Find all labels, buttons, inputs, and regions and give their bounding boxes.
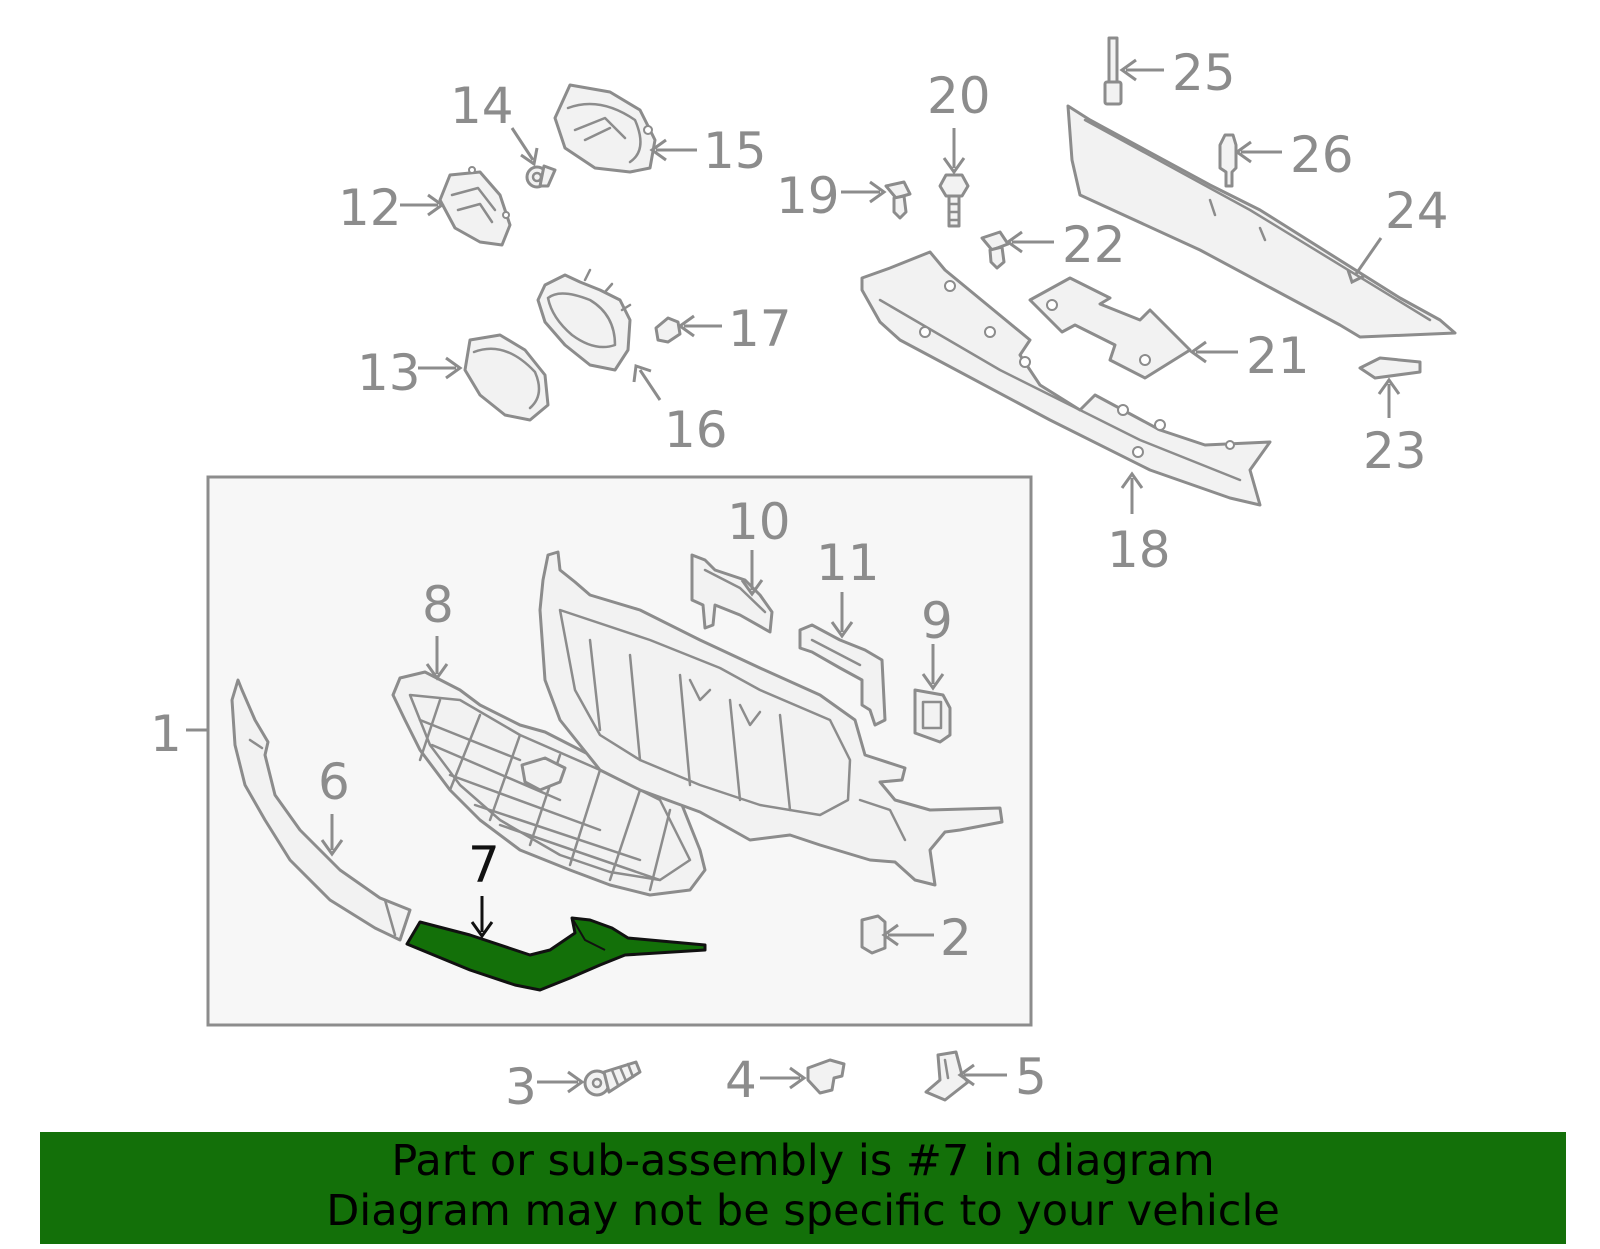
part-19-pushpin[interactable]: [884, 180, 912, 220]
callout-5: 5: [1015, 1048, 1047, 1106]
callout-15: 15: [703, 122, 767, 180]
part-18-support-cover[interactable]: [860, 250, 1272, 507]
part-16-emblem-housing[interactable]: [536, 268, 632, 372]
part-4-clip[interactable]: [806, 1058, 846, 1095]
part-7-molding-highlighted[interactable]: [405, 916, 707, 992]
callout-18: 18: [1107, 521, 1171, 579]
part-2-clip[interactable]: [860, 914, 887, 955]
callout-1: 1: [150, 705, 182, 763]
part-3-screw[interactable]: [583, 1060, 642, 1097]
callout-13: 13: [357, 344, 421, 402]
part-12-emblem[interactable]: [438, 166, 512, 247]
callout-4: 4: [725, 1051, 757, 1109]
part-14-nut[interactable]: [525, 164, 557, 189]
part-10-bracket[interactable]: [690, 553, 774, 634]
banner-line-2: Diagram may not be specific to your vehi…: [326, 1186, 1280, 1236]
part-22-pushpin[interactable]: [980, 230, 1010, 270]
callout-25: 25: [1172, 44, 1236, 102]
part-25-bolt[interactable]: [1103, 36, 1123, 106]
part-13-emblem-cover[interactable]: [463, 333, 550, 422]
callout-12: 12: [338, 179, 402, 237]
banner-line-1: Part or sub-assembly is #7 in diagram: [391, 1136, 1215, 1186]
part-11-bracket[interactable]: [798, 623, 887, 727]
part-9-clip[interactable]: [913, 688, 952, 744]
callout-21: 21: [1246, 327, 1310, 385]
part-5-clip[interactable]: [924, 1050, 970, 1102]
part-1-grille-frame[interactable]: [538, 550, 1004, 887]
callout-24: 24: [1385, 182, 1449, 240]
callout-23: 23: [1363, 422, 1427, 480]
callout-3: 3: [505, 1058, 537, 1116]
callout-19: 19: [776, 167, 840, 225]
callout-11: 11: [816, 534, 880, 592]
part-8-mesh-grille[interactable]: [391, 670, 707, 897]
callout-2: 2: [940, 909, 972, 967]
callout-26: 26: [1290, 126, 1354, 184]
part-15-emblem[interactable]: [553, 83, 657, 174]
callout-8: 8: [422, 576, 454, 634]
callout-17: 17: [728, 300, 792, 358]
callout-22: 22: [1062, 216, 1126, 274]
callout-10: 10: [727, 493, 791, 551]
part-26-clip[interactable]: [1218, 133, 1238, 188]
callout-14: 14: [450, 77, 514, 135]
part-17-clip[interactable]: [654, 316, 682, 344]
callout-16: 16: [664, 401, 728, 459]
part-6-molding[interactable]: [230, 678, 412, 942]
callout-7: 7: [468, 836, 500, 894]
info-banner: Part or sub-assembly is #7 in diagram Di…: [40, 1132, 1566, 1244]
callout-9: 9: [921, 592, 953, 650]
callout-6: 6: [318, 753, 350, 811]
part-21-plate[interactable]: [1028, 276, 1192, 380]
part-23-bracket[interactable]: [1358, 356, 1422, 380]
part-20-bolt[interactable]: [938, 173, 970, 228]
callout-20: 20: [927, 67, 991, 125]
